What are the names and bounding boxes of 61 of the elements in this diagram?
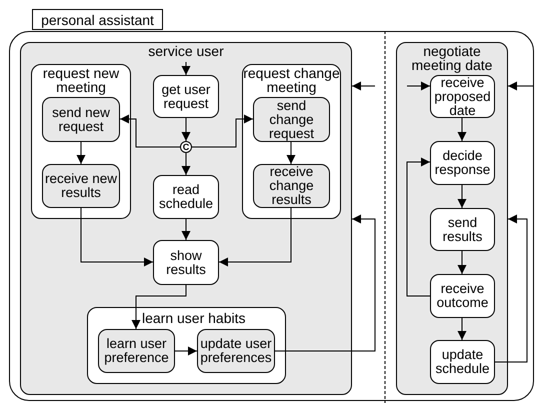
arrow bbox=[508, 82, 534, 90]
box-label: update user preferences bbox=[199, 337, 273, 365]
arrow bbox=[182, 118, 190, 142]
arrow bbox=[76, 142, 86, 164]
process-box bbox=[42, 164, 120, 208]
group-title: request new meeting bbox=[42, 66, 120, 94]
group-box bbox=[396, 42, 508, 395]
arrow bbox=[174, 346, 198, 356]
box-label: decide response bbox=[434, 149, 492, 177]
box-label: receive outcome bbox=[436, 282, 490, 310]
arrow bbox=[406, 158, 430, 296]
arrow bbox=[286, 142, 296, 164]
arrow bbox=[458, 318, 466, 340]
process-box bbox=[197, 329, 275, 373]
box-label: update schedule bbox=[434, 348, 491, 376]
process-box bbox=[253, 97, 330, 142]
box-label: send new request bbox=[51, 106, 111, 134]
process-box bbox=[430, 274, 495, 318]
group-box bbox=[242, 64, 341, 219]
group-title: learn user habits bbox=[142, 311, 247, 325]
arrow bbox=[182, 152, 190, 176]
box-label: get user request bbox=[160, 82, 212, 110]
arrow bbox=[494, 214, 528, 362]
process-box bbox=[153, 75, 219, 118]
arrow bbox=[132, 284, 186, 330]
process-box bbox=[153, 240, 219, 285]
tab-label: personal assistant bbox=[32, 9, 163, 30]
arrow bbox=[352, 82, 376, 90]
box-label: send results bbox=[442, 216, 484, 244]
arrow bbox=[80, 208, 154, 266]
process-box bbox=[430, 208, 495, 251]
arrow bbox=[406, 82, 430, 90]
process-box bbox=[430, 340, 495, 384]
group-box bbox=[20, 42, 352, 395]
process-box bbox=[42, 97, 120, 142]
box-label: receive new results bbox=[44, 172, 118, 200]
arrow bbox=[218, 208, 292, 266]
box-label: show results bbox=[165, 248, 207, 276]
group-box bbox=[87, 307, 286, 384]
group-title: request change meeting bbox=[243, 66, 340, 94]
process-box bbox=[153, 175, 219, 219]
group-title: service user bbox=[147, 44, 225, 58]
arrow bbox=[458, 184, 466, 208]
arrow bbox=[192, 114, 254, 148]
arrow bbox=[274, 214, 376, 352]
process-box bbox=[253, 164, 330, 208]
arrow bbox=[120, 114, 180, 148]
arrow bbox=[458, 118, 466, 142]
box-label: read schedule bbox=[158, 183, 214, 211]
arrow bbox=[182, 218, 190, 240]
arrow bbox=[182, 62, 190, 76]
connector-label: C bbox=[182, 141, 190, 153]
process-box bbox=[98, 329, 175, 373]
group-title: negotiate meeting date bbox=[410, 44, 494, 72]
box-label: send change request bbox=[268, 98, 316, 140]
box-label: learn user preference bbox=[103, 337, 170, 365]
process-box bbox=[430, 141, 495, 185]
arrow bbox=[458, 250, 466, 274]
box-label: receive proposed date bbox=[433, 76, 492, 118]
group-box bbox=[31, 64, 131, 219]
box-label: receive change results bbox=[268, 165, 315, 207]
